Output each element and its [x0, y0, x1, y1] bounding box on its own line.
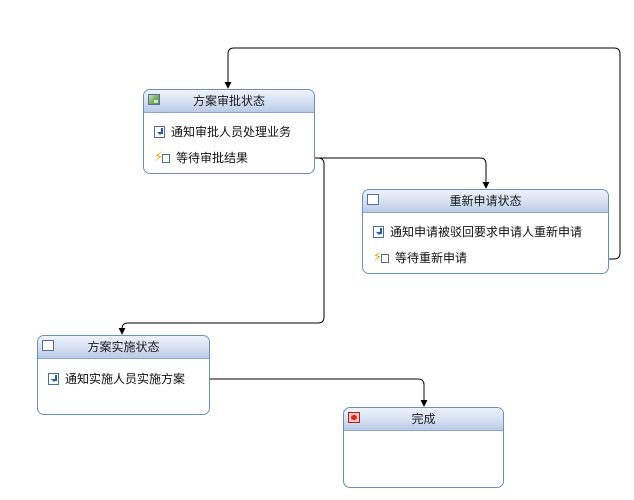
- activity-label: 通知申请被驳回要求申请人重新申请: [390, 225, 583, 239]
- state-plan-approval[interactable]: 方案审批状态 通知审批人员处理业务 ⚡ 等待审批结果: [143, 89, 315, 174]
- event-row[interactable]: ⚡ 等待审批结果: [154, 149, 248, 167]
- state-implementation[interactable]: 方案实施状态 通知实施人员实施方案: [37, 335, 210, 415]
- state-title: 方案审批状态: [192, 94, 265, 108]
- activity-label: 通知审批人员处理业务: [171, 125, 292, 139]
- state-header[interactable]: 重新申请状态: [363, 190, 608, 213]
- activity-icon: [154, 126, 165, 138]
- event-label: 等待重新申请: [395, 251, 468, 265]
- state-title: 完成: [411, 412, 436, 426]
- lightning-event-icon: ⚡: [154, 151, 170, 165]
- event-label: 等待审批结果: [176, 151, 249, 165]
- blank-state-icon: [42, 340, 54, 351]
- activity-icon: [48, 373, 59, 385]
- state-title: 方案实施状态: [87, 340, 160, 354]
- event-row[interactable]: ⚡ 等待重新申请: [373, 249, 467, 267]
- image-icon: [148, 94, 160, 105]
- stop-icon: [348, 412, 360, 423]
- lightning-event-icon: ⚡: [373, 251, 389, 265]
- activity-row[interactable]: 通知实施人员实施方案: [48, 370, 185, 388]
- state-complete[interactable]: 完成: [343, 407, 504, 488]
- blank-state-icon: [367, 194, 379, 205]
- activity-row[interactable]: 通知审批人员处理业务: [154, 123, 291, 141]
- transition-implementation-to-complete[interactable]: [204, 376, 428, 407]
- state-header[interactable]: 方案实施状态: [38, 336, 209, 359]
- transition-approval-to-implementation[interactable]: [118, 157, 325, 335]
- activity-row[interactable]: 通知申请被驳回要求申请人重新申请: [373, 223, 582, 241]
- state-header[interactable]: 方案审批状态: [144, 90, 314, 113]
- state-reapply[interactable]: 重新申请状态 通知申请被驳回要求申请人重新申请 ⚡ 等待重新申请: [362, 189, 609, 274]
- activity-label: 通知实施人员实施方案: [65, 372, 186, 386]
- state-title: 重新申请状态: [449, 194, 522, 208]
- state-header[interactable]: 完成: [344, 408, 503, 431]
- activity-icon: [373, 226, 384, 238]
